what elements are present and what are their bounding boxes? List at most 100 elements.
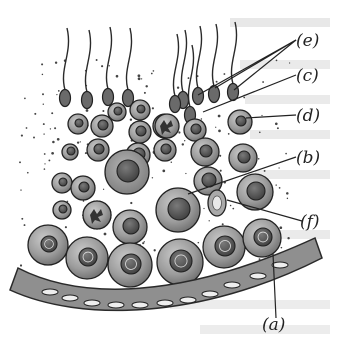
sperm-tail bbox=[85, 30, 90, 92]
dot bbox=[56, 94, 57, 95]
dot bbox=[232, 208, 234, 210]
spermatogonium-cell bbox=[53, 201, 71, 219]
dot bbox=[43, 103, 44, 104]
dot bbox=[141, 78, 142, 79]
dot bbox=[96, 59, 98, 61]
dot bbox=[277, 127, 279, 129]
dot bbox=[138, 74, 141, 77]
cell-nucleus bbox=[215, 236, 235, 256]
label-b: (b) bbox=[296, 148, 320, 168]
dot bbox=[130, 202, 132, 204]
membrane-nucleus bbox=[180, 297, 196, 303]
dot bbox=[34, 113, 36, 115]
dot bbox=[103, 189, 104, 190]
dot bbox=[264, 170, 266, 172]
membrane-nucleus bbox=[202, 291, 218, 297]
cell-nucleus bbox=[200, 145, 212, 157]
spermatid-cell bbox=[68, 114, 88, 134]
sertoli-cell bbox=[208, 190, 226, 216]
dot bbox=[21, 218, 23, 220]
dot bbox=[102, 110, 104, 112]
dot bbox=[27, 172, 29, 174]
dot bbox=[262, 81, 264, 83]
spermatogonium-cell bbox=[71, 176, 95, 200]
dot bbox=[286, 192, 289, 195]
dot bbox=[77, 141, 79, 143]
dot bbox=[138, 77, 141, 80]
spermatid-cell bbox=[129, 121, 151, 143]
dot bbox=[223, 73, 225, 75]
dot bbox=[243, 97, 245, 99]
spermatogonium-cell bbox=[113, 210, 147, 244]
dot bbox=[228, 133, 230, 135]
dot bbox=[222, 223, 224, 225]
dot bbox=[287, 198, 288, 199]
dot bbox=[142, 242, 144, 244]
membrane-nucleus bbox=[132, 302, 148, 308]
dot bbox=[153, 70, 155, 72]
dot bbox=[44, 153, 46, 155]
membrane-nucleus bbox=[62, 295, 78, 301]
sperm-head bbox=[60, 90, 71, 107]
dot bbox=[101, 65, 103, 67]
dot bbox=[52, 141, 55, 144]
spermatogonium-cell bbox=[28, 225, 68, 265]
spermatocyte-cell bbox=[229, 144, 257, 172]
sperm-tail bbox=[106, 27, 111, 89]
cell-nucleus bbox=[170, 250, 192, 272]
dot bbox=[24, 224, 26, 226]
membrane-nucleus bbox=[84, 300, 100, 306]
dot bbox=[219, 155, 221, 157]
dot bbox=[278, 167, 279, 168]
spermatocyte-cell bbox=[87, 139, 109, 161]
dot bbox=[42, 93, 44, 95]
dot bbox=[275, 184, 276, 185]
dot bbox=[43, 123, 45, 125]
cell-nucleus bbox=[191, 124, 201, 134]
spermatogonium-cell bbox=[52, 173, 72, 193]
sperm-head bbox=[170, 96, 181, 113]
dot bbox=[116, 75, 119, 78]
dot bbox=[130, 118, 132, 120]
cell-nucleus bbox=[79, 182, 89, 192]
label-e: (e) bbox=[296, 31, 319, 51]
dot bbox=[33, 137, 35, 139]
primary-spermatocyte bbox=[156, 188, 200, 232]
dot bbox=[177, 87, 179, 89]
dot bbox=[44, 163, 45, 164]
cell-nucleus bbox=[247, 182, 265, 200]
cell-nucleus bbox=[213, 196, 222, 210]
membrane-nucleus bbox=[108, 302, 124, 308]
dot bbox=[184, 140, 185, 141]
dot bbox=[109, 65, 110, 66]
cell-nucleus bbox=[114, 107, 122, 115]
cell-nucleus bbox=[67, 147, 75, 155]
dot bbox=[20, 264, 22, 266]
dividing-cell bbox=[155, 114, 179, 138]
dot bbox=[19, 161, 21, 163]
dot bbox=[201, 118, 202, 119]
dot bbox=[203, 208, 204, 209]
dot bbox=[24, 98, 26, 100]
sperm-tail bbox=[63, 28, 68, 90]
sperm-tail bbox=[212, 24, 217, 86]
dot bbox=[152, 107, 154, 109]
dot bbox=[144, 241, 145, 242]
dot bbox=[218, 130, 221, 133]
cell-nucleus bbox=[59, 178, 67, 186]
membrane-nucleus bbox=[42, 289, 58, 295]
dot bbox=[209, 220, 210, 221]
dot bbox=[43, 133, 44, 134]
dot bbox=[54, 127, 56, 129]
dot bbox=[65, 226, 67, 228]
dot bbox=[259, 132, 261, 134]
dot bbox=[285, 153, 287, 155]
dot bbox=[182, 143, 184, 145]
dot bbox=[26, 127, 28, 129]
dot bbox=[58, 90, 60, 92]
spermatocyte-cell bbox=[191, 138, 219, 166]
cell-nucleus bbox=[79, 248, 97, 266]
cell-nucleus bbox=[161, 144, 171, 154]
dot bbox=[188, 77, 190, 79]
